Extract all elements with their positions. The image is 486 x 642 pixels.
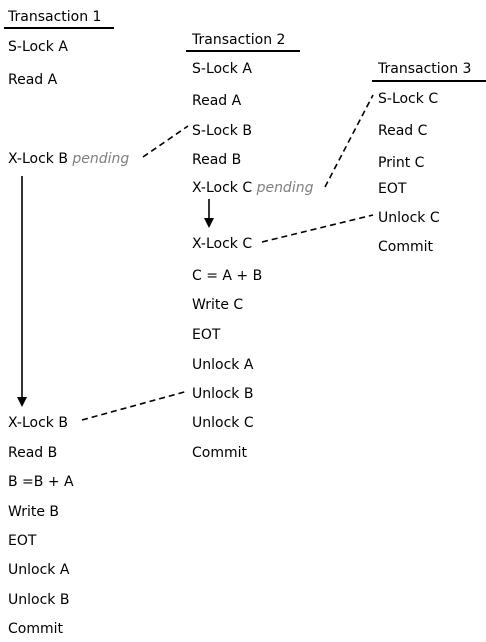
t3-step-eot: EOT	[378, 181, 407, 197]
t2-step-read-b: Read B	[192, 152, 242, 168]
wait-edge-t2-xlockc-to-t3-slockc	[324, 94, 374, 188]
t2-step-unlock-a: Unlock A	[192, 357, 254, 373]
t3-step-commit: Commit	[378, 239, 433, 255]
t1-step-slock-a: S-Lock A	[8, 39, 68, 55]
t1-step-compute-b: B =B + A	[8, 474, 74, 490]
wait-edge-t1-xlockb-to-t2-slockb	[142, 125, 189, 158]
t2-step-eot: EOT	[192, 327, 221, 343]
t2-header: Transaction 2	[192, 32, 286, 48]
t2-step-slock-a: S-Lock A	[192, 61, 252, 77]
t1-pending-marker: pending	[72, 151, 130, 167]
t2-step-read-a: Read A	[192, 93, 242, 109]
t2-step-write-c: Write C	[192, 297, 244, 313]
t3-step-unlock-c: Unlock C	[378, 210, 440, 226]
t1-xlock-b-label: X-Lock B	[8, 151, 68, 167]
t3-step-slock-c: S-Lock C	[378, 91, 439, 107]
t2-step-unlock-b: Unlock B	[192, 386, 254, 402]
t1-step-read-a: Read A	[8, 72, 58, 88]
t2-step-commit: Commit	[192, 445, 247, 461]
t3-step-print-c: Print C	[378, 155, 425, 171]
t1-step-read-b: Read B	[8, 445, 58, 461]
grant-edge-t2-unlockb-to-t1-xlockb	[81, 390, 189, 421]
t1-wait-arrowhead	[17, 397, 27, 407]
t1-step-commit: Commit	[8, 621, 63, 637]
t1-step-eot: EOT	[8, 533, 37, 549]
t2-xlock-c-label: X-Lock C	[192, 180, 253, 196]
t1-step-xlock-b-granted: X-Lock B	[8, 415, 68, 431]
t1-step-xlock-b-request: X-Lock B pending	[8, 150, 129, 168]
t2-pending-marker: pending	[256, 180, 314, 196]
t1-header: Transaction 1	[8, 9, 102, 25]
t3-step-read-c: Read C	[378, 123, 428, 139]
t2-step-slock-b: S-Lock B	[192, 123, 252, 139]
grant-edge-t3-unlockc-to-t2-xlockc	[261, 214, 374, 243]
t2-step-unlock-c: Unlock C	[192, 415, 254, 431]
t1-step-write-b: Write B	[8, 504, 60, 520]
t2-step-xlock-c-request: X-Lock C pending	[192, 179, 313, 197]
t2-step-xlock-c-granted: X-Lock C	[192, 236, 253, 252]
t2-step-compute-c: C = A + B	[192, 268, 263, 284]
t2-wait-arrowhead	[204, 218, 214, 228]
t1-step-unlock-b: Unlock B	[8, 592, 70, 608]
t3-header: Transaction 3	[378, 61, 472, 77]
t1-step-unlock-a: Unlock A	[8, 562, 70, 578]
